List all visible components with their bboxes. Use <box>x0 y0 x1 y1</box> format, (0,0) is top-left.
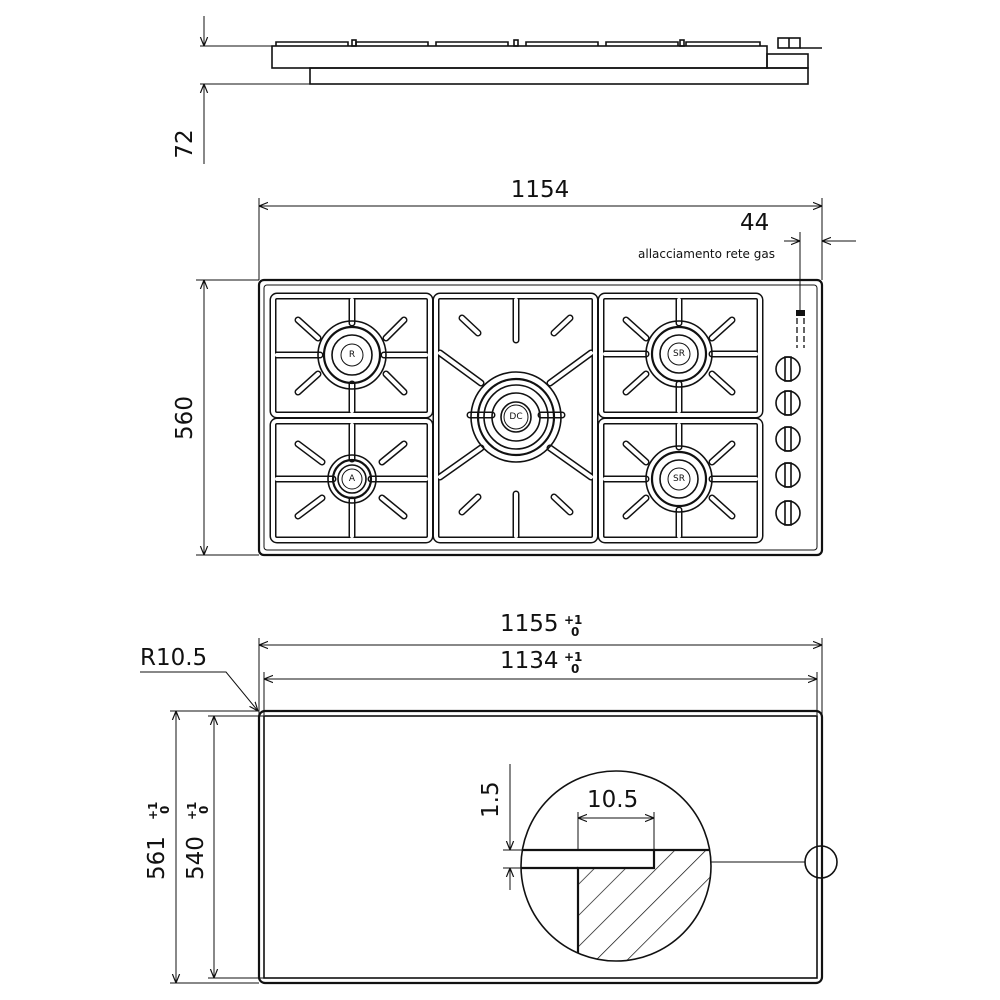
knob-2 <box>775 390 801 416</box>
gas-connection-note: allacciamento rete gas <box>638 247 775 261</box>
burner-sr-top: SR <box>645 320 713 388</box>
dim-72: 72 <box>172 129 198 158</box>
side-casing <box>309 67 809 85</box>
dim-44: 44 <box>740 210 769 236</box>
dim-r10-5: R10.5 <box>140 645 207 671</box>
knob-1 <box>775 356 801 382</box>
cutout-view: 1155 +1 0 1134 +1 0 R10.5 561 +1 0 540 +… <box>140 611 838 985</box>
gas-inlet-marker <box>796 310 805 348</box>
grate-frames <box>269 292 764 544</box>
dim-540: 540 <box>183 836 209 880</box>
dim-561: 561 <box>144 836 170 880</box>
dim-1155: 1155 <box>500 611 559 637</box>
svg-text:0: 0 <box>158 806 172 814</box>
side-grate-profile <box>275 41 761 46</box>
burner-dc: DC <box>470 371 562 463</box>
side-view: 72 <box>172 16 822 164</box>
cutout-outer <box>257 709 824 985</box>
burner-sr-bottom: SR <box>645 445 713 513</box>
radius-leader <box>140 671 258 711</box>
burner-label-dc: DC <box>509 412 522 422</box>
top-view: 1154 44 allacciamento rete gas 560 <box>172 177 856 557</box>
svg-text:0: 0 <box>571 625 579 639</box>
burner-label-sr-bottom: SR <box>673 474 685 484</box>
hob-outline <box>257 278 824 557</box>
burner-r: R <box>317 320 387 390</box>
svg-text:0: 0 <box>571 662 579 676</box>
side-top-plate <box>271 45 768 69</box>
hob-inner-edge <box>263 284 818 551</box>
svg-text:0: 0 <box>197 806 211 814</box>
burner-label-r: R <box>349 350 355 360</box>
svg-text:+1: +1 <box>185 802 199 820</box>
detail-enlargement <box>520 770 712 962</box>
burner-label-a: A <box>349 474 356 484</box>
burner-label-sr-top: SR <box>673 349 685 359</box>
dim-10-5: 10.5 <box>587 787 638 813</box>
control-knobs <box>775 356 801 526</box>
dim-1-5: 1.5 <box>478 781 504 818</box>
knob-3 <box>775 426 801 452</box>
svg-text:+1: +1 <box>564 613 582 627</box>
dim-1154: 1154 <box>511 177 570 203</box>
dim-560: 560 <box>172 396 198 440</box>
knob-4 <box>775 462 801 488</box>
burner-a: A <box>327 454 377 504</box>
knob-5 <box>775 500 801 526</box>
svg-text:+1: +1 <box>146 802 160 820</box>
side-rear-block <box>766 53 809 69</box>
svg-text:+1: +1 <box>564 650 582 664</box>
dim-1134: 1134 <box>500 648 559 674</box>
